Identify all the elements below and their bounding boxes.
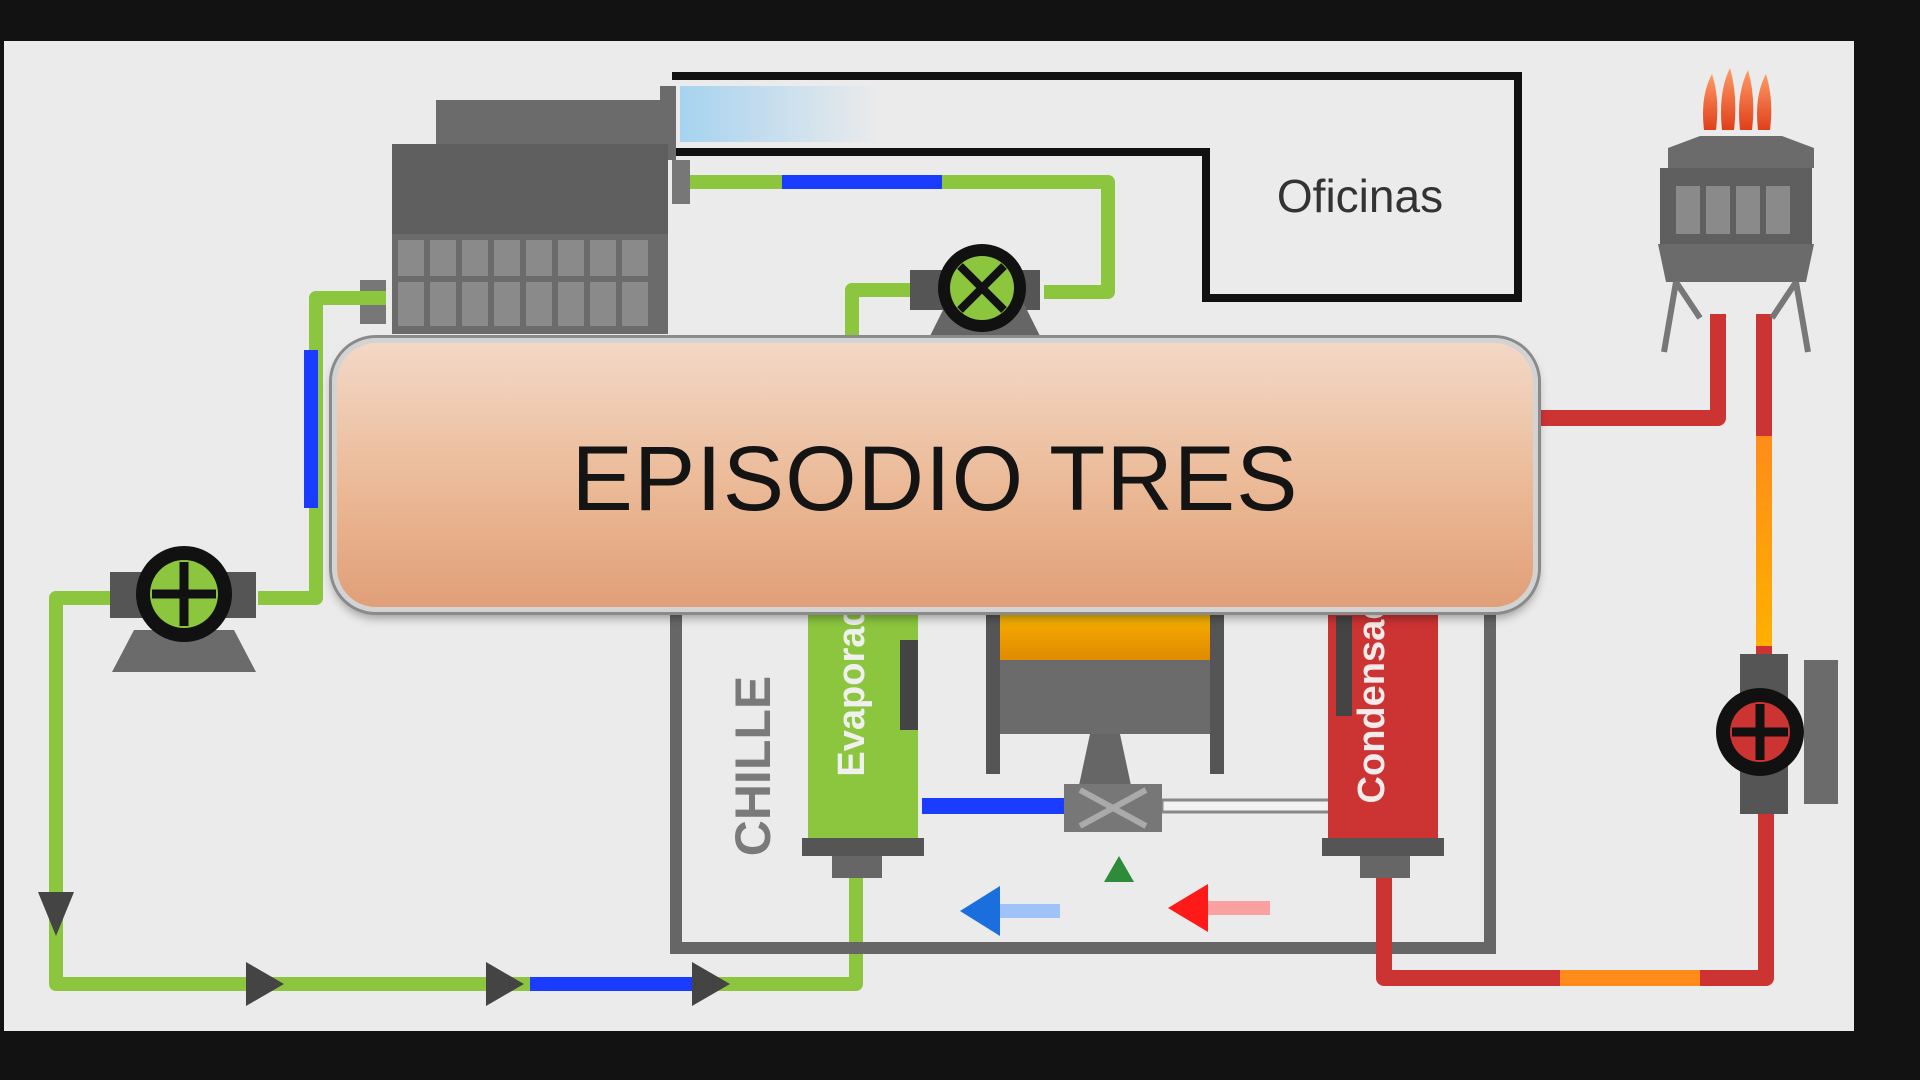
episode-title-banner: EPISODIO TRES (332, 338, 1538, 612)
chilled-flow-segment (304, 350, 318, 508)
evaporator-label: Evaporad (831, 603, 873, 776)
expansion-valve (1064, 784, 1162, 882)
condenser-flow-segment (1756, 436, 1772, 646)
condenser (1322, 590, 1444, 878)
chiller-label: CHILLE (725, 676, 781, 857)
refrigerant-line-cold (922, 798, 1064, 814)
condenser-label: Condensad (1351, 597, 1393, 804)
cooling-tower (1658, 68, 1814, 353)
refrigerant-line-hot (1160, 798, 1332, 814)
chiller-housing (670, 590, 1496, 954)
office-label: Oficinas (1277, 170, 1443, 222)
heat-direction-arrow (1168, 884, 1270, 932)
evaporator (802, 590, 924, 878)
condenser-water-pump (1716, 654, 1838, 814)
chilled-water-pump (110, 546, 256, 672)
heat-release-icon (1703, 68, 1772, 130)
compressor (986, 600, 1224, 790)
air-handling-unit (360, 86, 690, 334)
airflow-output (680, 86, 880, 142)
episode-title: EPISODIO TRES (571, 427, 1299, 530)
condenser-flow-segment (1560, 970, 1700, 986)
cold-direction-arrow (960, 886, 1060, 936)
chilled-flow-segment (530, 977, 696, 991)
office-duct (672, 72, 1522, 302)
flow-arrows (38, 892, 730, 1006)
chilled-flow-segment (782, 175, 942, 189)
control-valve (910, 244, 1040, 336)
